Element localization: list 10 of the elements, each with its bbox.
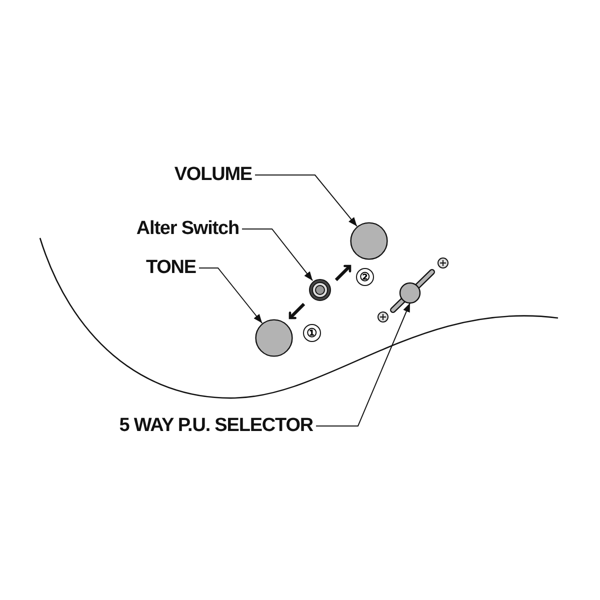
part-label: TONE (146, 257, 196, 279)
part-label: VOLUME (174, 164, 252, 186)
leader-line (316, 302, 410, 426)
part-label: 5 WAY P.U. SELECTOR (119, 415, 313, 437)
leader-line (242, 228, 314, 282)
callout-number: ① (303, 324, 321, 342)
part-label: Alter Switch (136, 218, 239, 240)
leader-line (254, 174, 358, 227)
leader-line (198, 268, 263, 324)
callout-number: ② (356, 268, 374, 286)
